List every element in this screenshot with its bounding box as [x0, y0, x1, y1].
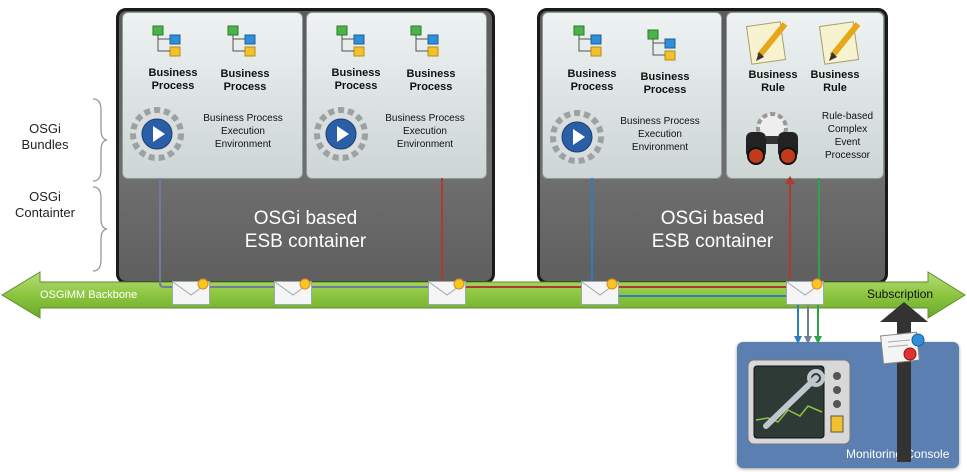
process-tree-icon — [647, 29, 676, 61]
process-tree-icon — [227, 25, 256, 57]
flow-line-gray — [159, 178, 798, 288]
subscription-label: Subscription — [867, 287, 934, 301]
business-process-label: Business Process — [567, 68, 617, 93]
business-process-label: Business Process — [640, 71, 690, 96]
message-envelope-icon — [428, 278, 466, 305]
subscription-arrow-head — [880, 302, 928, 322]
business-process-label: Business Process — [406, 68, 456, 93]
bundles-brace — [92, 98, 108, 182]
message-envelope-icon — [786, 278, 824, 305]
osgi-bundles-label: OSGi Bundles — [21, 121, 69, 152]
container-title: OSGi based ESB container — [651, 208, 774, 252]
process-tree-icon — [152, 25, 181, 57]
container-title: OSGi based ESB container — [244, 208, 367, 252]
binoculars-icon — [746, 112, 798, 165]
engine-label: Business Process Execution Environment — [385, 113, 465, 150]
pencil-paper-icon — [818, 21, 861, 65]
business-process-label: Business Process — [331, 67, 381, 92]
container-brace — [92, 186, 108, 272]
engine-label: Business Process Execution Environment — [620, 116, 700, 153]
process-tree-icon — [573, 25, 602, 57]
execution-gear-icon — [550, 110, 604, 164]
business-process-label: Business Process — [220, 68, 270, 93]
pencil-paper-icon — [745, 21, 788, 65]
message-envelope-icon — [581, 278, 619, 305]
business-rule-label: Business Rule — [810, 69, 860, 94]
backbone-arrow — [1, 271, 966, 319]
engine-label: Rule-based Complex Event Processor — [821, 111, 874, 161]
business-rule-label: Business Rule — [748, 69, 798, 94]
red-arrowhead — [785, 176, 795, 184]
backbone-label: OSGiMM Backbone — [40, 289, 138, 301]
engine-label: Business Process Execution Environment — [203, 113, 283, 150]
execution-gear-icon — [314, 107, 368, 161]
osgi-container-label: OSGi Containter — [15, 189, 75, 220]
monitor-wrench-icon — [747, 359, 851, 445]
flow-line-red — [441, 178, 791, 288]
flow-line-blue — [591, 178, 796, 297]
message-envelope-icon — [172, 278, 210, 305]
business-process-label: Business Process — [148, 67, 198, 92]
certificate-icon — [880, 331, 925, 365]
message-envelope-icon — [274, 278, 312, 305]
execution-gear-icon — [130, 107, 184, 161]
process-tree-icon — [336, 25, 365, 57]
process-tree-icon — [410, 25, 439, 57]
